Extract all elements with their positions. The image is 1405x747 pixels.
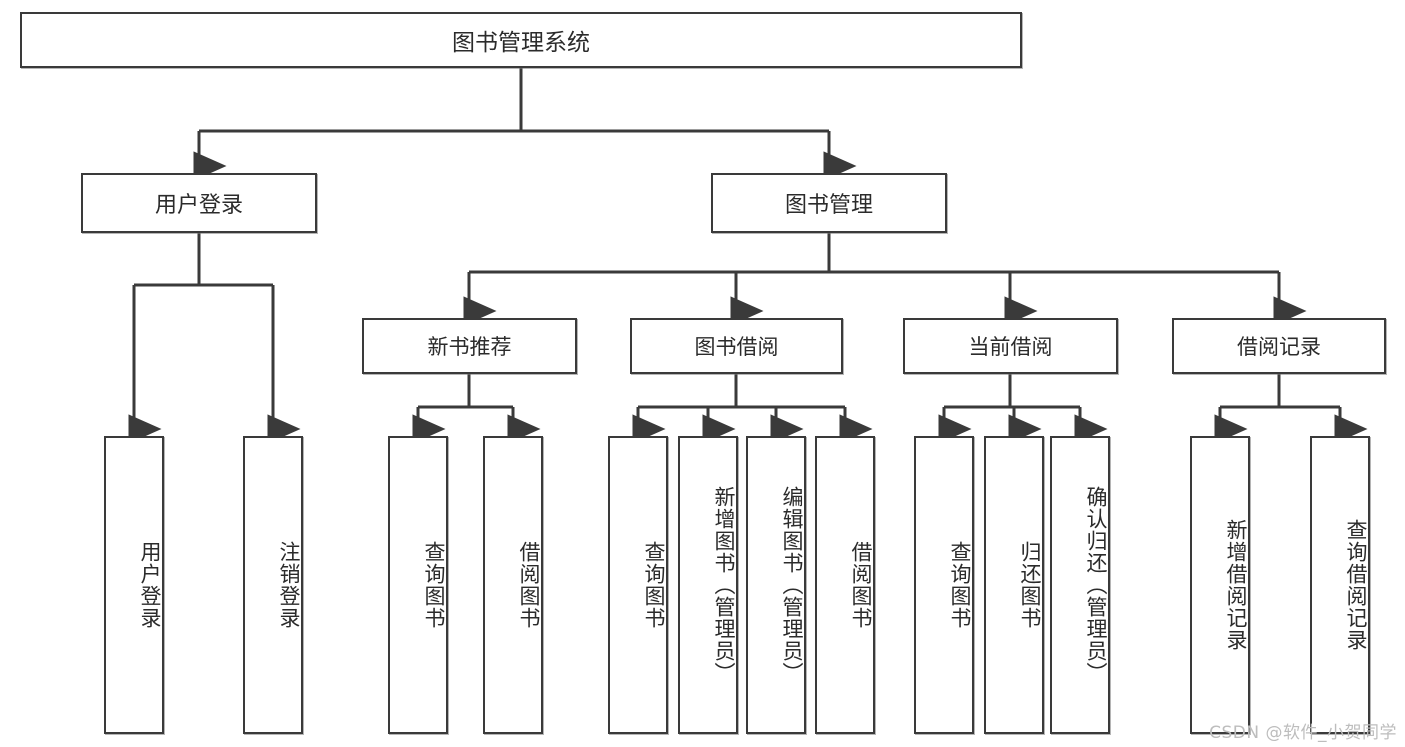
node-root-label: 图书管理系统 — [452, 30, 590, 56]
node-book-manage[interactable]: 图书管理 — [711, 173, 947, 233]
node-leaf-query-book-1-label: 查询图书 — [422, 541, 446, 629]
node-leaf-query-record-label: 查询借阅记录 — [1344, 519, 1368, 651]
node-leaf-user-logout[interactable]: 注销登录 — [243, 436, 303, 734]
node-leaf-query-book-1[interactable]: 查询图书 — [388, 436, 448, 734]
node-leaf-add-book-label: 新增图书（管理员） — [712, 486, 736, 684]
node-leaf-add-book[interactable]: 新增图书（管理员） — [678, 436, 738, 734]
node-leaf-add-record[interactable]: 新增借阅记录 — [1190, 436, 1250, 734]
node-leaf-edit-book[interactable]: 编辑图书（管理员） — [746, 436, 806, 734]
node-current-borrow-label: 当前借阅 — [968, 335, 1053, 359]
node-user-login[interactable]: 用户登录 — [81, 173, 317, 233]
node-leaf-return-book-label: 归还图书 — [1018, 541, 1042, 629]
node-book-borrow-label: 图书借阅 — [694, 335, 779, 359]
node-book-borrow[interactable]: 图书借阅 — [630, 318, 843, 374]
node-borrow-record[interactable]: 借阅记录 — [1172, 318, 1386, 374]
node-new-book-recommend[interactable]: 新书推荐 — [362, 318, 577, 374]
node-leaf-query-book-3[interactable]: 查询图书 — [914, 436, 974, 734]
node-leaf-confirm-return[interactable]: 确认归还（管理员） — [1050, 436, 1110, 734]
node-leaf-query-book-2[interactable]: 查询图书 — [608, 436, 668, 734]
node-leaf-confirm-return-label: 确认归还（管理员） — [1084, 486, 1108, 684]
node-leaf-add-record-label: 新增借阅记录 — [1224, 519, 1248, 651]
node-user-login-label: 用户登录 — [154, 193, 243, 218]
node-leaf-borrow-book-2-label: 借阅图书 — [849, 541, 873, 629]
node-leaf-return-book[interactable]: 归还图书 — [984, 436, 1044, 734]
node-leaf-borrow-book-2[interactable]: 借阅图书 — [815, 436, 875, 734]
node-leaf-borrow-book-1[interactable]: 借阅图书 — [483, 436, 543, 734]
node-leaf-user-login-label: 用户登录 — [138, 541, 162, 629]
node-leaf-user-login[interactable]: 用户登录 — [104, 436, 164, 734]
node-root[interactable]: 图书管理系统 — [20, 12, 1022, 68]
node-leaf-query-book-3-label: 查询图书 — [948, 541, 972, 629]
node-current-borrow[interactable]: 当前借阅 — [903, 318, 1118, 374]
node-leaf-query-book-2-label: 查询图书 — [642, 541, 666, 629]
node-borrow-record-label: 借阅记录 — [1237, 335, 1321, 359]
node-leaf-query-record[interactable]: 查询借阅记录 — [1310, 436, 1370, 734]
csdn-watermark: CSDN @软件_小贺同学 — [1209, 723, 1397, 743]
node-leaf-user-logout-label: 注销登录 — [277, 541, 301, 629]
node-book-manage-label: 图书管理 — [784, 193, 873, 218]
node-new-book-recommend-label: 新书推荐 — [427, 335, 512, 359]
node-leaf-borrow-book-1-label: 借阅图书 — [517, 541, 541, 629]
node-leaf-edit-book-label: 编辑图书（管理员） — [780, 486, 804, 684]
